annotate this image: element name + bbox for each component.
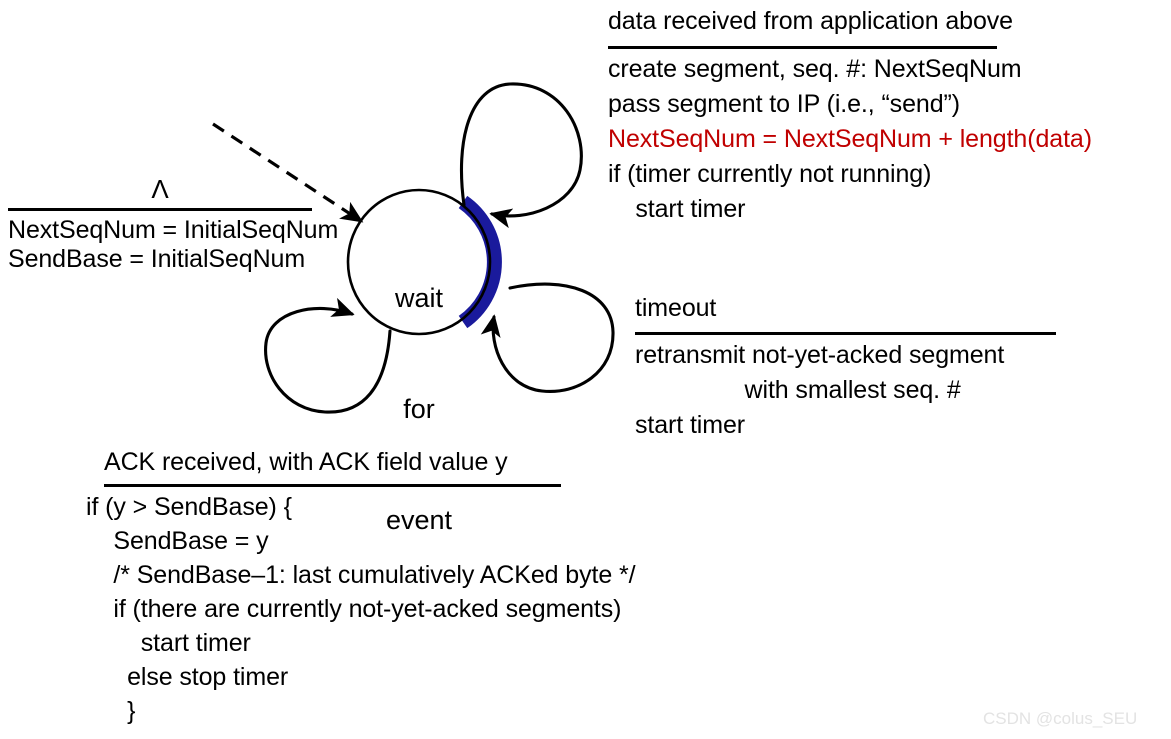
ack-action-0: if (y > SendBase) { bbox=[86, 493, 292, 521]
state-label-line2: for bbox=[403, 394, 435, 424]
data-self-loop-arrow bbox=[460, 82, 583, 229]
state-label: wait for event bbox=[349, 206, 489, 613]
state-label-line1: wait bbox=[394, 283, 443, 313]
ack-action-1: SendBase = y bbox=[86, 527, 269, 555]
state-label-line3: event bbox=[385, 505, 453, 535]
ack-action-5: else stop timer bbox=[86, 663, 289, 691]
init-condition: Λ bbox=[151, 174, 169, 204]
data-action-2: NextSeqNum = NextSeqNum + length(data) bbox=[608, 125, 1092, 153]
init-action-0: NextSeqNum = InitialSeqNum bbox=[8, 216, 339, 244]
init-action-1: SendBase = InitialSeqNum bbox=[8, 245, 306, 273]
data-condition: data received from application above bbox=[608, 7, 1013, 35]
timeout-action-1: with smallest seq. # bbox=[635, 376, 961, 404]
ack-action-2: /* SendBase–1: last cumulatively ACKed b… bbox=[86, 561, 636, 589]
init-transition-arrow bbox=[212, 122, 364, 223]
data-action-3: if (timer currently not running) bbox=[608, 160, 932, 188]
ack-rule bbox=[104, 484, 561, 487]
state-circle bbox=[346, 188, 492, 336]
init-rule bbox=[8, 208, 312, 211]
timeout-action-0: retransmit not-yet-acked segment bbox=[635, 341, 1005, 369]
ack-condition: ACK received, with ACK field value y bbox=[104, 448, 508, 476]
ack-self-loop-arrow bbox=[264, 297, 392, 414]
ack-action-4: start timer bbox=[86, 629, 251, 657]
timeout-self-loop-arrow bbox=[480, 282, 615, 393]
ack-action-3: if (there are currently not-yet-acked se… bbox=[86, 595, 622, 623]
data-rule bbox=[608, 46, 997, 49]
csdn-watermark: CSDN @colus_SEU bbox=[983, 709, 1138, 728]
data-action-0: create segment, seq. #: NextSeqNum bbox=[608, 55, 1022, 83]
ack-action-6: } bbox=[86, 697, 136, 725]
data-action-1: pass segment to IP (i.e., “send”) bbox=[608, 90, 960, 118]
state-highlight-arc bbox=[458, 195, 502, 329]
timeout-rule bbox=[635, 332, 1056, 335]
timeout-action-2: start timer bbox=[635, 411, 746, 439]
data-action-4: start timer bbox=[608, 195, 746, 223]
timeout-condition: timeout bbox=[635, 294, 717, 322]
